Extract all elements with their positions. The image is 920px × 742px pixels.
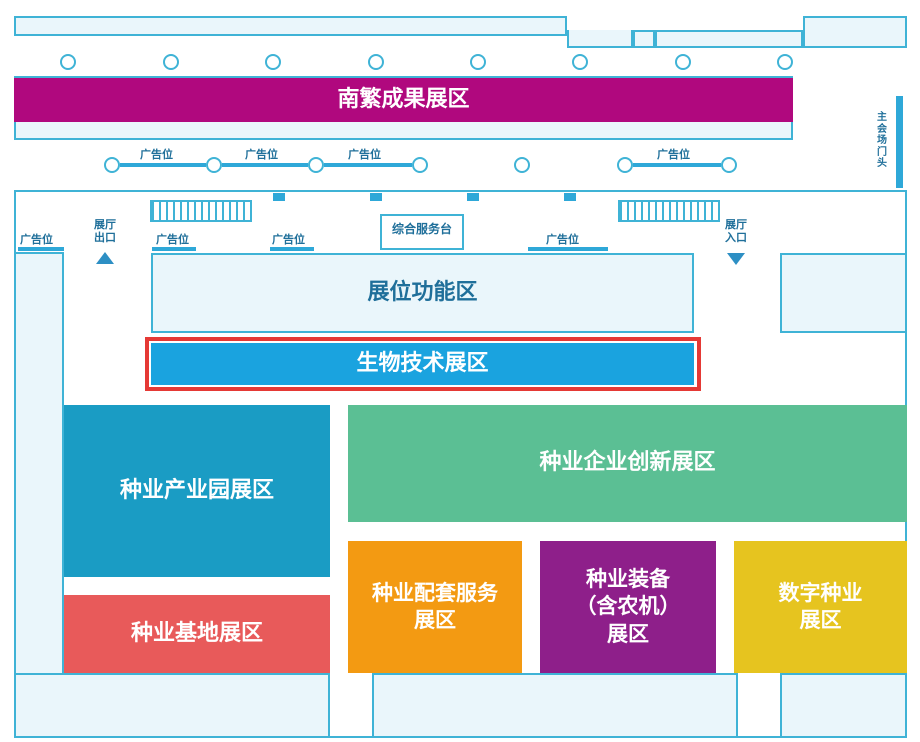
top-wall-right (803, 16, 907, 48)
booth-function-zone[interactable]: 展位功能区 (151, 253, 694, 333)
left-corridor (14, 252, 64, 738)
pillar (675, 54, 691, 70)
service-desk-label: 综合服务台 (391, 222, 452, 236)
pillar (470, 54, 486, 70)
digital-zone[interactable]: 数字种业 展区 (734, 541, 907, 673)
enterprise-innovation-zone-label: 种业企业创新展区 (539, 450, 716, 476)
pillar (572, 54, 588, 70)
pillar (514, 157, 530, 173)
bottom-left-block (14, 673, 330, 738)
pillar (206, 157, 222, 173)
service-desk[interactable]: 综合服务台 (380, 214, 464, 250)
pillar (721, 157, 737, 173)
pillar (368, 54, 384, 70)
right-side-block (780, 253, 907, 333)
nanfan-zone[interactable]: 南繁成果展区 (14, 78, 793, 122)
seed-park-zone[interactable]: 种业产业园展区 (64, 405, 330, 577)
ad-label: 广告位 (140, 148, 173, 161)
biotech-zone[interactable]: 生物技术展区 (151, 343, 694, 385)
bottom-right-block (780, 673, 907, 738)
vent-grille (618, 200, 720, 222)
top-wall-notch-2 (655, 30, 803, 48)
wall-marker (467, 193, 479, 201)
biotech-zone-label: 生物技术展区 (356, 350, 489, 376)
biotech-zone-highlight (145, 337, 701, 391)
equipment-zone-label: 种业装备 （含农机） 展区 (575, 567, 681, 646)
ad-label: 广告位 (20, 233, 53, 246)
ad-label: 广告位 (657, 148, 690, 161)
ad-label: 广告位 (348, 148, 381, 161)
ad-line (270, 247, 314, 251)
booth-function-zone-label: 展位功能区 (367, 279, 478, 305)
pillar (265, 54, 281, 70)
pillar (412, 157, 428, 173)
main-venue-front-label: 主 会 场 门 头 (877, 112, 887, 169)
supporting-services-zone[interactable]: 种业配套服务 展区 (348, 541, 522, 673)
exit-arrow-icon (96, 252, 114, 264)
seed-park-zone-label: 种业产业园展区 (119, 477, 274, 503)
seed-base-zone-label: 种业基地展区 (130, 620, 263, 646)
pillar (617, 157, 633, 173)
wall-marker (564, 193, 576, 201)
digital-zone-label: 数字种业 展区 (778, 580, 863, 632)
wall-marker (273, 193, 285, 201)
bottom-center-block (372, 673, 738, 738)
ad-line (222, 163, 308, 167)
ad-label: 广告位 (546, 233, 579, 246)
top-wall-strip-mid (633, 30, 655, 48)
supporting-services-zone-label: 种业配套服务 展区 (372, 580, 498, 632)
ad-label: 广告位 (156, 233, 189, 246)
pillar (104, 157, 120, 173)
vent-grille (150, 200, 252, 222)
top-wall-notch (567, 30, 633, 48)
pillar (777, 54, 793, 70)
pillar (308, 157, 324, 173)
wall-marker (370, 193, 382, 201)
pillar (163, 54, 179, 70)
main-venue-front-bar (896, 96, 903, 188)
ad-label: 广告位 (272, 233, 305, 246)
enterprise-innovation-zone[interactable]: 种业企业创新展区 (348, 405, 907, 522)
hall-exit-label: 展厅 出口 (94, 218, 116, 244)
seed-base-zone[interactable]: 种业基地展区 (64, 595, 330, 673)
equipment-zone[interactable]: 种业装备 （含农机） 展区 (540, 541, 716, 673)
ad-line (18, 247, 64, 251)
nanfan-zone-label: 南繁成果展区 (337, 86, 470, 112)
ad-line (633, 163, 721, 167)
ad-line (120, 163, 206, 167)
ad-line (324, 163, 412, 167)
ad-label: 广告位 (245, 148, 278, 161)
pillar (60, 54, 76, 70)
hall-entrance-label: 展厅 入口 (725, 218, 747, 244)
entrance-arrow-icon (727, 253, 745, 265)
top-wall-strip (14, 16, 567, 36)
ad-line (152, 247, 196, 251)
ad-line (528, 247, 608, 251)
